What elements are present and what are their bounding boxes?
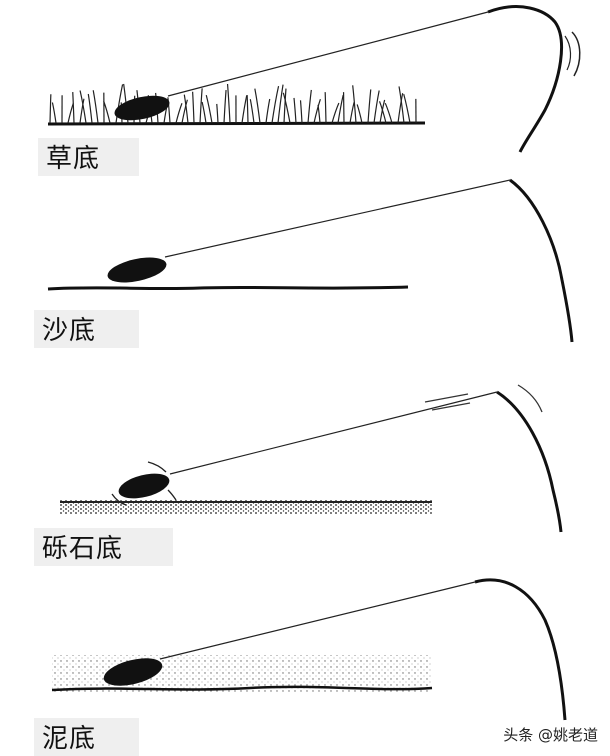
label-sand-bottom: 沙底 [34, 310, 139, 348]
sinker [105, 253, 168, 287]
panel-gravel-bottom [60, 385, 561, 532]
grass-blade [93, 90, 98, 123]
motion-mark [148, 462, 166, 472]
fishing-line [170, 392, 497, 474]
grass-blade [50, 94, 51, 123]
grass-blade [338, 95, 343, 123]
grass-blade [202, 102, 206, 123]
grass-blade [224, 90, 226, 123]
ground-line [48, 123, 425, 124]
grass-blade [325, 92, 326, 123]
grass-blade [332, 103, 339, 123]
grass-blade [357, 104, 362, 123]
grass-blade [206, 95, 212, 123]
grass-blade [301, 100, 302, 123]
grass-blade [272, 86, 279, 123]
fishing-rod [510, 180, 572, 342]
grass-blade [404, 94, 410, 123]
sinker [116, 469, 172, 503]
motion-mark [565, 36, 571, 70]
grass-blade [73, 92, 74, 123]
fishing-rod [488, 7, 562, 152]
grass-blade [278, 85, 283, 123]
grass-blade [399, 86, 404, 123]
grass-blade [104, 101, 110, 123]
grass-blade [350, 102, 354, 123]
grass-blade [52, 102, 56, 123]
grass-blade [200, 88, 202, 123]
grass-blade [308, 90, 311, 123]
fishing-line [168, 12, 488, 96]
grass-blade [176, 103, 182, 123]
motion-mark [168, 490, 176, 500]
motion-mark [572, 32, 580, 76]
grass-blade [68, 103, 73, 123]
grass-blade [228, 84, 230, 123]
grass-blade [368, 89, 371, 123]
grass-blade [284, 89, 286, 123]
grass-blade [294, 98, 296, 123]
grass-blade [266, 99, 270, 123]
ground-line [48, 287, 408, 289]
grass-blade [318, 105, 320, 123]
grass-blade [250, 99, 254, 123]
grass-blades [50, 84, 416, 123]
grass-blade [255, 89, 260, 123]
label-gravel-bottom: 砾石底 [34, 528, 173, 566]
motion-mark [518, 385, 542, 412]
panel-mud-bottom [52, 580, 565, 720]
sinker [112, 91, 171, 124]
fishing-rod [475, 580, 565, 720]
label-mud-bottom: 泥底 [34, 718, 139, 756]
watermark: 头条 @姚老道 [503, 724, 598, 745]
fishing-rod [497, 392, 561, 532]
grass-blade [385, 103, 392, 123]
label-grass-bottom: 草底 [38, 138, 139, 176]
panel-grass-bottom [48, 7, 580, 152]
grass-blade [88, 94, 92, 123]
grass-blade [374, 90, 379, 123]
fishing-line [165, 180, 510, 257]
grass-blade [242, 95, 247, 123]
grass-blade [193, 92, 194, 123]
fishing-line [160, 582, 475, 659]
grass-blade [247, 95, 248, 123]
grass-blade [217, 104, 218, 123]
